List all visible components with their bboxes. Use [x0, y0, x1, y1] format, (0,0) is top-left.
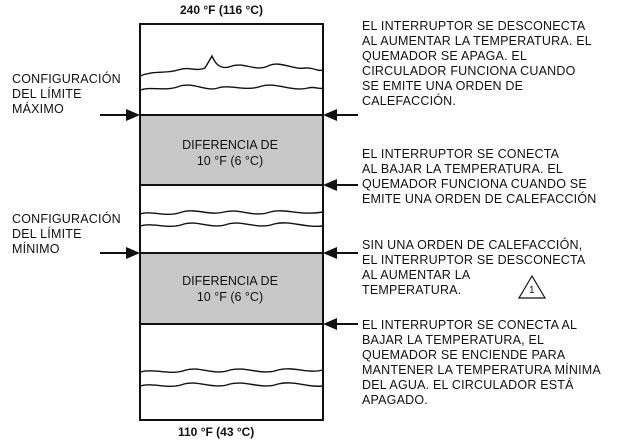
note-high-limit-cutout: EL INTERRUPTOR SE DESCONECTA AL AUMENTAR…: [362, 19, 592, 108]
break-lines: [139, 54, 324, 388]
warning-marker-number: 1: [529, 285, 535, 296]
left-arrows: [100, 109, 140, 259]
right-arrows: [323, 109, 358, 330]
upper-differential-text: DIFERENCIA DE 10 °F (6 °C): [182, 138, 278, 168]
note-low-limit-cutout: SIN UNA ORDEN DE CALEFACCIÓN, EL INTERRU…: [362, 238, 586, 297]
high-limit-label: CONFIGURACIÓN DEL LÍMITE MÁXIMO: [12, 72, 121, 116]
temperature-column: [139, 23, 324, 421]
lower-differential-text: DIFERENCIA DE 10 °F (6 °C): [182, 274, 278, 304]
lower-differential-band: [139, 252, 324, 325]
note-high-limit-cutin: EL INTERRUPTOR SE CONECTA AL BAJAR LA TE…: [362, 147, 597, 206]
warning-triangle-icon: [517, 274, 547, 299]
top-temperature-label: 240 °F (116 °C): [180, 3, 263, 17]
upper-differential-band: [139, 114, 324, 186]
note-low-limit-cutin: EL INTERRUPTOR SE CONECTA AL BAJAR LA TE…: [362, 318, 601, 407]
bottom-temperature-label: 110 °F (43 °C): [178, 425, 255, 439]
low-limit-label: CONFIGURACIÓN DEL LÍMITE MÍNIMO: [12, 212, 121, 256]
